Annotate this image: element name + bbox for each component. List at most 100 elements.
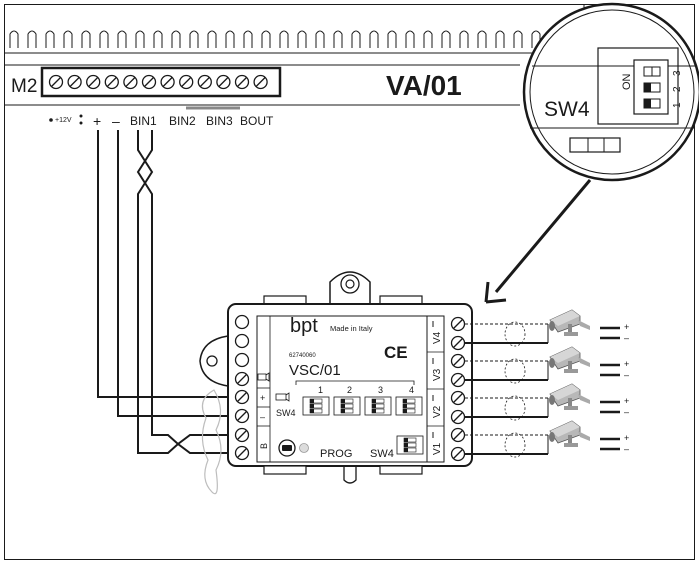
terminal-screw — [450, 390, 466, 406]
module-sw-label: SW4 — [276, 408, 296, 418]
dip-switch-3 — [364, 396, 392, 416]
vent-slot — [261, 30, 271, 48]
vent-slot — [369, 30, 379, 48]
terminal-screw — [450, 316, 466, 332]
terminal-dot — [79, 114, 83, 118]
right-label-v2: V2 — [432, 405, 443, 418]
terminal-screw — [234, 427, 250, 443]
terminal-screw — [67, 74, 82, 90]
brand-logo: bpt — [290, 315, 318, 337]
terminal-screw — [104, 74, 119, 90]
vent-slot — [135, 30, 145, 48]
coax-ferrite — [504, 358, 526, 384]
terminal-screw — [48, 74, 64, 90]
vent-slot — [387, 30, 397, 48]
zoom-bubble: SW4 ON 3 2 1 — [522, 2, 699, 182]
column-number-3: 3 — [378, 385, 383, 395]
zoom-switch-label: SW4 — [544, 98, 590, 121]
dip-switch-4 — [395, 396, 423, 416]
camera-polarity-minus: – — [624, 444, 629, 454]
vent-slot — [297, 30, 307, 48]
vent-slot — [27, 30, 37, 48]
module-model: VSC/01 — [289, 362, 341, 379]
bus-wires — [97, 130, 236, 454]
terminal-screw — [141, 74, 157, 90]
dip-switch-2 — [333, 396, 361, 416]
main-unit: M2 VA/01 +12V + – BIN1 BIN2 BIN3 BOUT — [5, 5, 585, 129]
terminal-screw — [160, 74, 175, 90]
prog-label: PROG — [320, 448, 352, 460]
camera-polarity-plus: + — [624, 396, 629, 406]
security-camera-icon — [548, 383, 591, 411]
camera-polarity-plus: + — [624, 359, 629, 369]
product-code: 62740060 — [289, 353, 316, 359]
terminal-screw — [216, 74, 231, 90]
module-left-label-plus: + — [260, 393, 265, 403]
dip-lever-2 — [644, 83, 651, 92]
column-number-1: 1 — [318, 385, 323, 395]
terminal-screw — [234, 408, 250, 424]
coax-cables — [465, 321, 549, 458]
main-unit-model: VA/01 — [386, 70, 462, 101]
vent-slot — [45, 30, 55, 48]
right-label-v3: V3 — [432, 368, 443, 381]
camera-polarity-minus: – — [624, 407, 629, 417]
zoom-on-label: ON — [621, 73, 633, 90]
terminal-screw — [450, 372, 466, 388]
coax-ferrite — [504, 395, 526, 421]
cameras: +–+–+–+– — [548, 309, 629, 454]
camera-symbol-icon — [257, 372, 270, 382]
camera-polarity-minus: – — [624, 370, 629, 380]
vent-slot — [225, 30, 235, 48]
terminal-screw — [253, 74, 268, 90]
vent-slot — [117, 30, 127, 48]
terminal-screw — [234, 445, 250, 461]
vent-slot — [513, 30, 523, 48]
terminal-screw — [450, 409, 466, 425]
terminal-screw — [123, 74, 138, 90]
zoom-arrow — [484, 179, 592, 304]
terminal-screw — [179, 74, 194, 90]
terminal-label-plus: + — [93, 113, 101, 129]
empty-terminal — [234, 333, 250, 349]
dip-lever-1 — [644, 99, 651, 108]
clip-outline — [201, 389, 222, 495]
zoom-switch-number-3: 3 — [672, 70, 683, 76]
terminal-label-bin3: BIN3 — [206, 114, 233, 128]
terminal-screw — [450, 353, 466, 369]
vent-slot — [171, 30, 181, 48]
zoom-switch-number-2: 2 — [672, 86, 683, 92]
terminal-screw — [86, 74, 101, 90]
empty-terminal — [234, 314, 250, 330]
terminal-screw — [450, 335, 466, 351]
camera-polarity-plus: + — [624, 433, 629, 443]
vent-slot — [315, 30, 325, 48]
vent-slot — [99, 30, 109, 48]
terminal-dot — [79, 121, 83, 125]
terminal-screw — [197, 74, 212, 90]
vent-slot — [441, 30, 451, 48]
right-label-v4: V4 — [432, 331, 443, 344]
terminal-screw — [234, 389, 250, 405]
terminal-label-12v: +12V — [55, 117, 72, 124]
right-label-v1: V1 — [432, 442, 443, 455]
vent-slot — [423, 30, 433, 48]
dip-lever-3 — [651, 66, 661, 77]
vent-slots — [9, 30, 559, 48]
coax-ferrite — [504, 321, 526, 347]
terminal-label-bin2: BIN2 — [169, 114, 196, 128]
sw4-bottom-label: SW4 — [370, 448, 394, 460]
vent-slot — [153, 30, 163, 48]
frame-border — [4, 4, 695, 560]
camera-polarity-minus: – — [624, 333, 629, 343]
vent-slot — [351, 30, 361, 48]
vent-slot — [279, 30, 289, 48]
empty-terminal — [234, 352, 250, 368]
terminal-screw — [450, 446, 466, 462]
dip-switch-1 — [302, 396, 330, 416]
vent-slot — [477, 30, 487, 48]
vsc-module: + – B bpt Made in Italy 62740060 CE VSC/… — [199, 271, 473, 484]
terminal-screw — [234, 371, 250, 387]
